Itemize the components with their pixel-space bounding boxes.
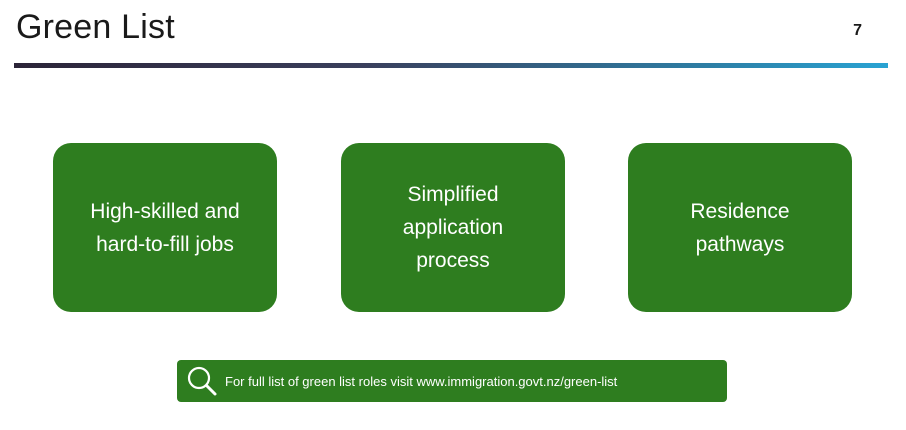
card-label: Residence pathways xyxy=(690,199,790,256)
search-icon xyxy=(187,366,217,396)
card-label: Simplified application process xyxy=(402,183,504,272)
title-divider xyxy=(14,63,888,68)
slide-title: Green List xyxy=(16,8,175,46)
page-number: 7 xyxy=(853,22,862,39)
card-simplified-process: Simplified application process xyxy=(341,143,565,312)
card-label: High-skilled and hard-to-fill jobs xyxy=(90,199,240,256)
green-list-info-bar: For full list of green list roles visit … xyxy=(177,360,727,402)
card-high-skilled-jobs: High-skilled and hard-to-fill jobs xyxy=(53,143,277,312)
card-residence-pathways: Residence pathways xyxy=(628,143,852,312)
green-list-link-text[interactable]: For full list of green list roles visit … xyxy=(225,373,618,389)
